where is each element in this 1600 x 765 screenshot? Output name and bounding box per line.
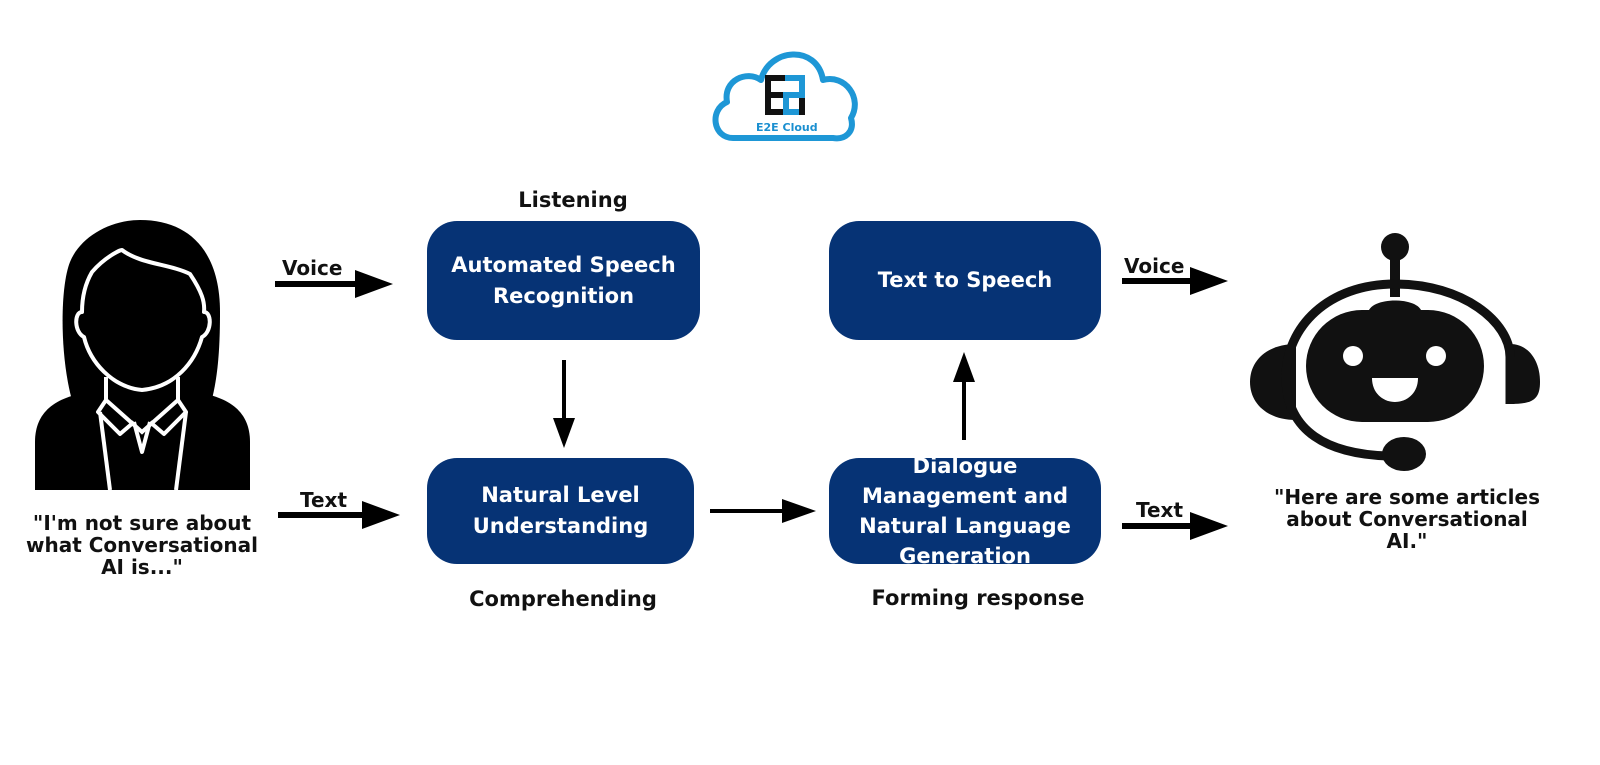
- arrow-dm-to-tts: [953, 352, 975, 440]
- arrow-asr-to-nlu: [553, 360, 575, 448]
- bot-quote: "Here are some articles about Conversati…: [1274, 485, 1540, 553]
- logo-text: E2E Cloud: [756, 121, 818, 134]
- cloud-logo-icon: [712, 51, 858, 142]
- node-tts: Text to Speech: [829, 221, 1101, 340]
- node-dm-nlg: Dialogue Management and Natural Language…: [829, 454, 1101, 568]
- stage-label-listening: Listening: [518, 188, 628, 212]
- stage-label-comprehending: Comprehending: [469, 587, 657, 611]
- arrow-user-to-nlu: [278, 501, 400, 529]
- edge-label-text-in: Text: [300, 488, 348, 512]
- woman-user-icon: [35, 220, 250, 491]
- arrow-dm-to-bot: [1122, 512, 1228, 540]
- user-quote: "I'm not sure about what Conversational …: [25, 511, 258, 579]
- node-nlu: Natural Level Understanding: [427, 458, 694, 564]
- arrow-nlu-to-dm: [710, 499, 816, 523]
- robot-headset-icon: [1250, 233, 1540, 471]
- edge-label-voice-in: Voice: [282, 256, 343, 280]
- node-asr: Automated Speech Recognition: [427, 221, 700, 340]
- arrow-tts-to-bot: [1122, 267, 1228, 295]
- stage-label-forming-response: Forming response: [871, 586, 1085, 610]
- edge-label-voice-out: Voice: [1124, 254, 1185, 278]
- arrow-user-to-asr: [275, 270, 393, 298]
- edge-label-text-out: Text: [1136, 498, 1184, 522]
